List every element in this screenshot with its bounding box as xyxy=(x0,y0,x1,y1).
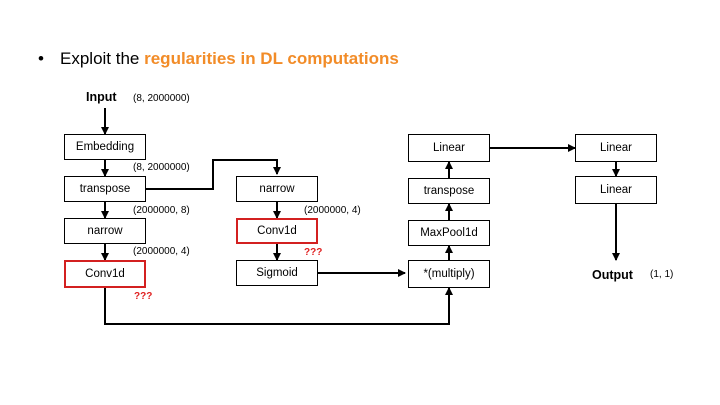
shape-after-narrow-left: (2000000, 4) xyxy=(133,246,190,257)
shape-after-embedding: (8, 2000000) xyxy=(133,162,190,173)
node-narrow-left: narrow xyxy=(64,218,146,244)
conv1d-left-unknown-marker: ??? xyxy=(134,291,153,302)
node-linear-right-bottom: Linear xyxy=(575,176,657,204)
node-embedding: Embedding xyxy=(64,134,146,160)
node-linear: Linear xyxy=(408,134,490,162)
node-transpose-left: transpose xyxy=(64,176,146,202)
node-conv1d-mid: Conv1d xyxy=(236,218,318,244)
node-sigmoid: Sigmoid xyxy=(236,260,318,286)
node-maxpool1d: MaxPool1d xyxy=(408,220,490,246)
output-label: Output xyxy=(592,268,633,282)
slide-headline: • Exploit the regularities in DL computat… xyxy=(38,48,399,70)
headline-highlight: regularities in DL computations xyxy=(144,49,399,68)
node-multiply: *(multiply) xyxy=(408,260,490,288)
headline-prefix: Exploit the xyxy=(60,49,145,68)
shape-after-transpose: (2000000, 8) xyxy=(133,205,190,216)
node-narrow-mid: narrow xyxy=(236,176,318,202)
edge-conv1d-multiply xyxy=(104,287,453,325)
input-label: Input xyxy=(86,90,117,104)
conv1d-mid-unknown-marker: ??? xyxy=(304,247,323,258)
bullet-marker: • xyxy=(38,49,44,68)
node-conv1d-left: Conv1d xyxy=(64,260,146,288)
node-linear-right-top: Linear xyxy=(575,134,657,162)
shape-after-narrow-mid: (2000000, 4) xyxy=(304,205,361,216)
edge-transpose-narrow-mid xyxy=(146,159,281,190)
node-transpose-right: transpose xyxy=(408,178,490,204)
input-shape: (8, 2000000) xyxy=(133,93,190,104)
output-shape: (1, 1) xyxy=(650,269,674,280)
